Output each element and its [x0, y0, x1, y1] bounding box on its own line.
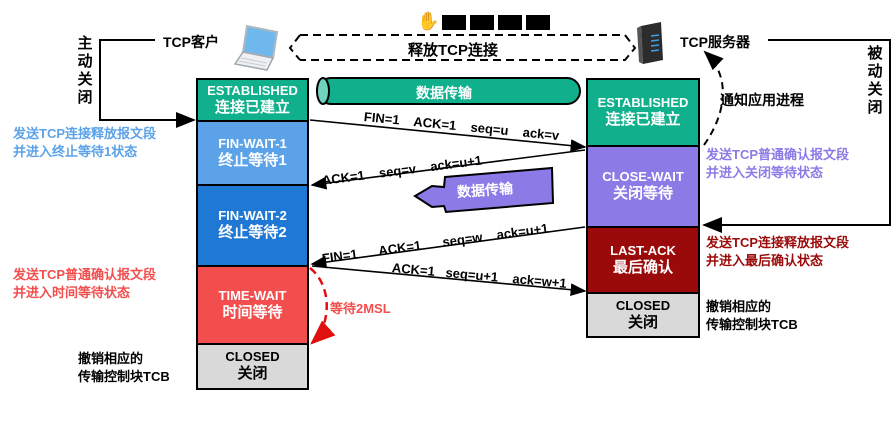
- note-line: 撤销相应的: [706, 299, 772, 314]
- client-bracket-line: [99, 39, 196, 128]
- client-state-fin-wait-1: FIN-WAIT-1 终止等待1: [196, 120, 309, 186]
- state-zh: 连接已建立: [214, 98, 290, 116]
- redacted-blocks: [442, 15, 550, 30]
- notify-app-arrow: [703, 50, 724, 146]
- server-last-ack-note: 发送TCP连接释放报文段 并进入最后确认状态: [706, 234, 849, 269]
- client-time-wait-note: 发送TCP普通确认报文段 并进入时间等待状态: [13, 266, 156, 301]
- state-en: LAST-ACK: [610, 242, 676, 258]
- server-state-established: ESTABLISHED 连接已建立: [586, 78, 700, 147]
- state-zh: 连接已建立: [605, 111, 681, 129]
- release-connection-label: 释放TCP连接: [408, 42, 499, 59]
- data-pipe-label: 数据传输: [416, 85, 472, 101]
- hand-wave-icon: ✋: [417, 11, 440, 31]
- redacted-block: [498, 15, 522, 30]
- state-zh: 关闭: [627, 313, 658, 331]
- state-zh: 时间等待: [222, 303, 283, 321]
- state-zh: 关闭等待: [612, 185, 673, 203]
- server-icon: [635, 22, 665, 66]
- note-line: 传输控制块TCB: [706, 316, 798, 332]
- data-arrow-label: 数据传输: [456, 180, 514, 200]
- state-en: ESTABLISHED: [597, 95, 689, 110]
- state-zh: 关闭: [237, 365, 268, 383]
- client-label: TCP客户: [163, 34, 219, 50]
- wait-2msl-arrow: [309, 267, 336, 345]
- client-side-label: 主动关闭: [77, 35, 93, 106]
- note-line: 发送TCP普通确认报文段: [706, 147, 850, 162]
- notify-app-label: 通知应用进程: [720, 92, 804, 108]
- redacted-block: [442, 15, 466, 30]
- note-line: 并进入时间等待状态: [13, 284, 131, 300]
- state-en: CLOSED: [225, 349, 280, 364]
- server-closed-note: 撤销相应的 传输控制块TCB: [706, 298, 798, 333]
- client-state-time-wait: TIME-WAIT 时间等待: [196, 265, 309, 345]
- server-state-closed: CLOSED 关闭: [586, 292, 700, 338]
- segment-arrow-4: [311, 265, 587, 297]
- state-en: FIN-WAIT-1: [218, 135, 287, 151]
- laptop-icon: [233, 24, 279, 72]
- server-bracket-line: [702, 39, 891, 233]
- data-pipe: [316, 77, 581, 105]
- note-line: 发送TCP连接释放报文段: [706, 235, 850, 250]
- note-line: 传输控制块TCB: [78, 368, 170, 384]
- client-closed-note: 撤销相应的 传输控制块TCB: [78, 350, 170, 385]
- segment-arrow-3: [310, 226, 586, 269]
- client-fin-wait1-note: 发送TCP连接释放报文段 并进入终止等待1状态: [13, 125, 156, 160]
- state-zh: 最后确认: [612, 258, 673, 276]
- redacted-block: [470, 15, 494, 30]
- client-state-closed: CLOSED 关闭: [196, 343, 309, 390]
- wait-2msl-label: 等待2MSL: [330, 301, 391, 316]
- server-state-close-wait: CLOSE-WAIT 关闭等待: [586, 145, 700, 228]
- server-state-last-ack: LAST-ACK 最后确认: [586, 226, 700, 294]
- client-state-established: ESTABLISHED 连接已建立: [196, 78, 309, 122]
- state-en: CLOSE-WAIT: [602, 169, 684, 184]
- note-line: 并进入最后确认状态: [706, 252, 824, 268]
- data-transfer-arrow: [413, 166, 555, 214]
- note-line: 发送TCP连接释放报文段: [13, 126, 157, 141]
- note-line: 并进入关闭等待状态: [706, 164, 824, 180]
- note-line: 发送TCP普通确认报文段: [13, 267, 157, 282]
- state-zh: 终止等待2: [218, 224, 287, 242]
- release-connection-arrow: [288, 34, 637, 61]
- segment-arrow-2: [310, 149, 586, 190]
- server-close-wait-note: 发送TCP普通确认报文段 并进入关闭等待状态: [706, 146, 849, 181]
- state-en: FIN-WAIT-2: [218, 208, 287, 223]
- redacted-block: [526, 15, 550, 30]
- state-en: ESTABLISHED: [207, 82, 298, 98]
- server-side-label: 被动关闭: [867, 45, 883, 116]
- segment-arrow-1: [309, 119, 587, 152]
- client-state-fin-wait-2: FIN-WAIT-2 终止等待2: [196, 184, 309, 267]
- note-line: 撤销相应的: [78, 351, 144, 366]
- state-en: TIME-WAIT: [218, 287, 287, 303]
- note-line: 并进入终止等待1状态: [13, 143, 138, 159]
- state-zh: 终止等待1: [218, 151, 287, 169]
- state-en: CLOSED: [615, 297, 671, 313]
- server-label: TCP服务器: [680, 34, 750, 50]
